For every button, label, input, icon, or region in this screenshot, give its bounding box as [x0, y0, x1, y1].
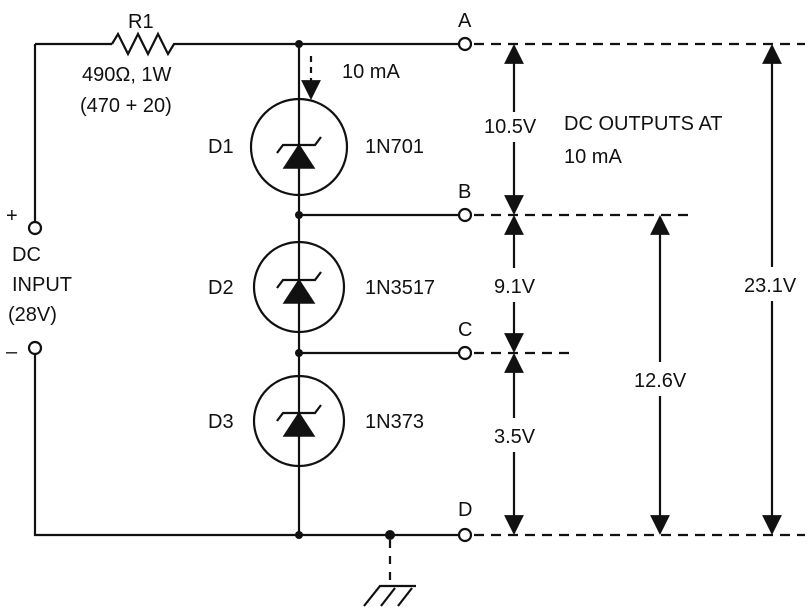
resistor-composition: (470 + 20): [80, 95, 172, 117]
voltage-a-b: 10.5V: [484, 116, 537, 138]
voltage-b-c: 9.1V: [494, 276, 536, 298]
reference-dashes: [474, 42, 805, 537]
terminal-d-label: D: [458, 499, 472, 521]
output-terminals: [457, 36, 473, 543]
d1-part: 1N701: [365, 136, 424, 158]
junction-b: [295, 211, 303, 219]
chassis-ground-icon: [363, 584, 416, 607]
terminal-b-label: B: [458, 181, 471, 203]
d3-ref: D3: [208, 411, 234, 433]
junction-top: [295, 40, 303, 48]
voltage-c-d: 3.5V: [494, 426, 536, 448]
d2-ref: D2: [208, 277, 234, 299]
junction-dots: [295, 40, 395, 540]
current-label: 10 mA: [342, 61, 400, 83]
dimension-arrows: [504, 44, 782, 535]
zener-d1: [249, 97, 349, 197]
resistor-rating: 490Ω, 1W: [82, 64, 172, 86]
voltage-a-d: 23.1V: [744, 275, 797, 297]
input-label-line2: INPUT: [12, 274, 72, 296]
zener-d3: [252, 374, 346, 468]
input-plus-terminal: [27, 220, 43, 236]
input-label-line1: DC: [12, 244, 41, 266]
terminal-a: [457, 36, 473, 52]
junction-d3-bottom: [295, 531, 303, 539]
d2-part: 1N3517: [365, 277, 435, 299]
input-minus-terminal: [27, 340, 43, 356]
wire-ground-rail: [33, 353, 459, 537]
junction-c: [295, 349, 303, 357]
zener-d2: [252, 240, 346, 334]
junction-ground: [385, 530, 395, 540]
outputs-note-line2: 10 mA: [564, 146, 622, 168]
resistor-name: R1: [128, 11, 154, 33]
terminal-c-label: C: [458, 319, 472, 341]
input-label-line3: (28V): [8, 304, 57, 326]
terminal-d: [457, 527, 473, 543]
outputs-note-line1: DC OUTPUTS AT: [564, 113, 723, 135]
terminal-b: [457, 207, 473, 223]
terminal-a-label: A: [458, 10, 472, 32]
terminal-c: [457, 345, 473, 361]
resistor-r1-symbol: [111, 31, 180, 57]
d1-ref: D1: [208, 136, 234, 158]
input-plus-label: +: [6, 205, 18, 227]
d3-part: 1N373: [365, 411, 424, 433]
input-minus-label: –: [6, 341, 18, 363]
voltage-b-d: 12.6V: [634, 370, 687, 392]
